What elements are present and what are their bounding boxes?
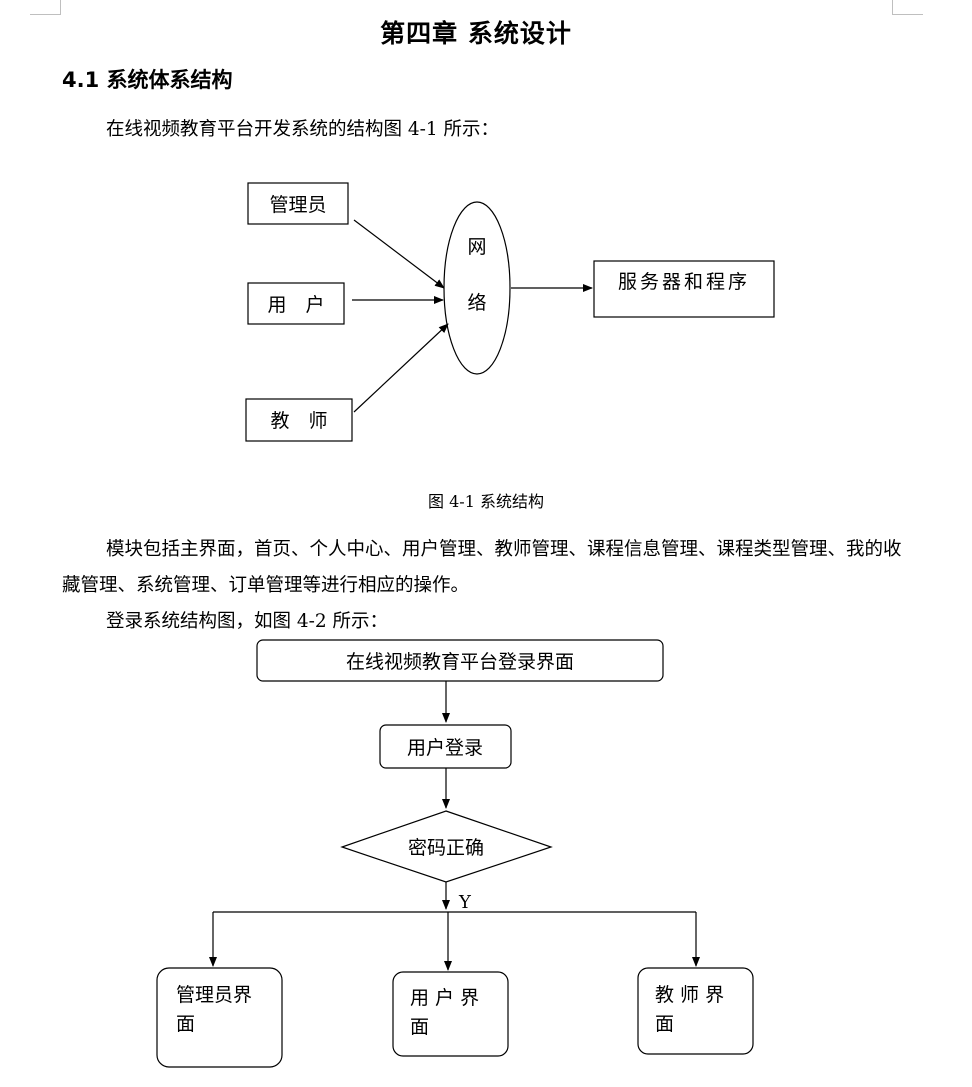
server-box [593,260,775,318]
teacher-label: 教 师 [270,410,327,432]
login-page-label: 在线视频教育平台登录界面 [346,651,574,673]
yes-label: Y [458,892,472,913]
user-ui-label-2: 面 [410,1016,429,1038]
admin-ui-label-2: 面 [176,1013,195,1035]
password-check-label: 密码正确 [408,837,484,859]
arrow-admin-to-network [353,219,445,289]
user-ui-label-1: 用 户 界 [410,987,479,1009]
admin-label: 管理员 [269,194,326,216]
teacher-box [245,398,353,442]
network-label-2: 络 [467,292,486,314]
user-label: 用 户 [267,294,324,316]
arrow-teacher-to-network [353,323,449,413]
modules-paragraph: 模块包括主界面，首页、个人中心、用户管理、教师管理、课程信息管理、课程类型管理、… [62,539,902,596]
server-label: 服务器和程序 [618,271,750,293]
section-title: 4.1 系统体系结构 [62,68,233,92]
page-corner-mark-right [892,0,923,15]
login-page-box [256,639,664,682]
admin-ui-box [156,967,283,1068]
page-corner-mark-left [30,0,61,15]
teacher-ui-label-1: 教 师 界 [655,984,724,1006]
admin-ui-label-1: 管理员界 [176,984,252,1006]
teacher-ui-label-2: 面 [655,1013,674,1035]
admin-box [247,182,349,225]
figure-login-flow: 在线视频教育平台登录界面 用户登录 密码正确 Y 管理员界 面 用 户 界 面 … [156,639,754,1068]
teacher-ui-box [637,967,754,1055]
network-label-1: 网 [467,236,486,258]
login-intro-paragraph: 登录系统结构图，如图 4-2 所示： [106,611,389,632]
chapter-title: 第四章 系统设计 [380,19,572,48]
figure-caption: 图 4-1 系统结构 [428,492,544,511]
user-ui-box [392,971,509,1057]
network-ellipse [443,201,511,375]
user-login-label: 用户登录 [407,737,483,759]
figure-system-structure: 管理员 用 户 教 师 网 络 服务器和程序 [245,182,775,442]
user-box [247,282,345,325]
intro-paragraph: 在线视频教育平台开发系统的结构图 4-1 所示： [106,119,500,140]
